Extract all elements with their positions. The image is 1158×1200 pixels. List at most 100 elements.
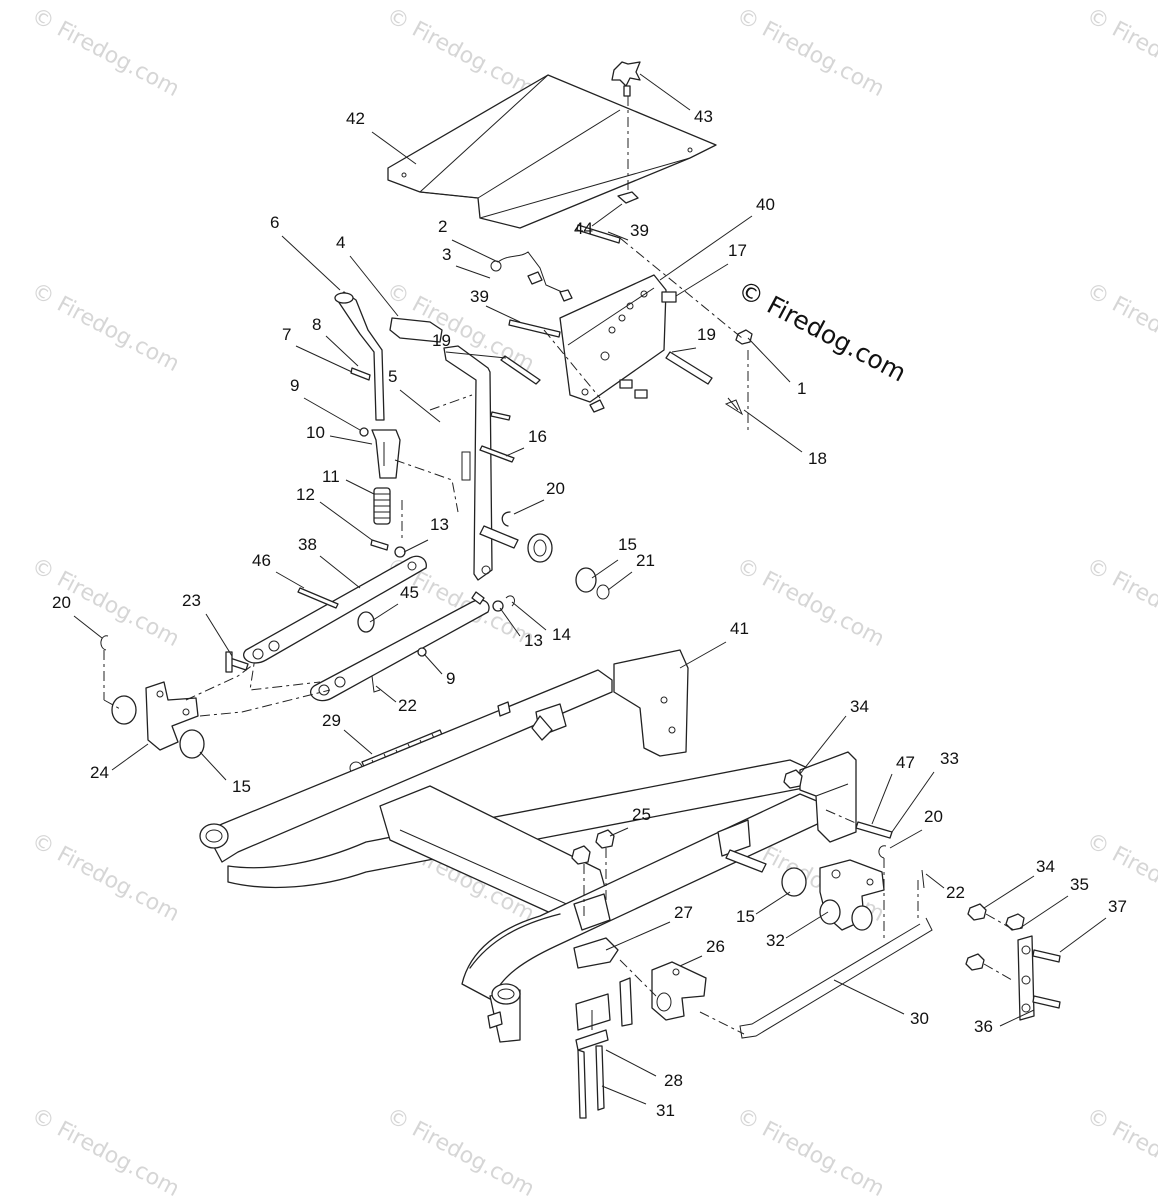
clip <box>617 191 639 204</box>
leader-line <box>451 239 499 263</box>
watermark-text: © Firedog.com <box>1082 1103 1158 1200</box>
pivot-bracket <box>651 961 707 1021</box>
spacer <box>661 291 677 303</box>
leader-line <box>999 1009 1035 1027</box>
callout-label: 29 <box>322 711 341 730</box>
leader-line <box>275 571 305 589</box>
callout-label: 20 <box>52 593 71 612</box>
callout-label: 30 <box>910 1009 929 1028</box>
shift-lever <box>334 291 385 421</box>
callout-label: 2 <box>438 217 447 236</box>
leader-line <box>889 829 923 849</box>
leader-line <box>349 255 399 317</box>
leader-line <box>345 479 375 495</box>
callout-label: 21 <box>636 551 655 570</box>
leader-line <box>605 921 671 951</box>
leader-line <box>205 613 233 657</box>
callout-label: 4 <box>336 233 345 252</box>
leader-line <box>199 751 227 781</box>
leader-line <box>591 559 619 579</box>
leader-line <box>639 73 691 111</box>
leader-line <box>983 875 1035 909</box>
leader-line <box>403 539 429 553</box>
callout-label: 35 <box>1070 875 1089 894</box>
callout-label: 15 <box>736 907 755 926</box>
leader-line <box>891 771 935 833</box>
leader-line <box>743 409 803 453</box>
leader-line <box>1019 895 1069 929</box>
callout-label: 17 <box>728 241 747 260</box>
pivot-arm <box>145 681 199 751</box>
callout-label: 38 <box>298 535 317 554</box>
link-rod <box>739 917 933 1039</box>
callout-label: 20 <box>924 807 943 826</box>
leader-line <box>513 499 545 515</box>
leader-lines <box>73 73 1107 1105</box>
leader-line <box>659 215 753 281</box>
leader-line <box>871 773 893 825</box>
leader-line <box>295 345 353 373</box>
watermark-text: © Firedog.com <box>27 278 183 377</box>
callout-label: 39 <box>630 221 649 240</box>
leader-line <box>605 1049 657 1077</box>
watermark-text: © Firedog.com <box>382 1103 538 1200</box>
knob <box>611 61 641 97</box>
leader-line <box>799 715 847 775</box>
callout-label: 15 <box>232 777 251 796</box>
bolt <box>500 355 541 385</box>
watermark-text: © Firedog.com <box>1082 3 1158 102</box>
callout-label: 11 <box>322 467 340 486</box>
watermark-text: © Firedog.com <box>27 553 183 652</box>
link-rod <box>243 555 427 664</box>
callout-label: 46 <box>252 551 271 570</box>
callout-label: 3 <box>442 245 451 264</box>
leader-line <box>319 501 373 541</box>
callout-label: 42 <box>346 109 365 128</box>
callout-label: 20 <box>546 479 565 498</box>
callout-label: 27 <box>674 903 693 922</box>
watermark-text: © Firedog.com <box>732 1103 888 1200</box>
callout-label: 39 <box>470 287 489 306</box>
leader-line <box>925 873 945 889</box>
callout-label: 31 <box>656 1101 675 1120</box>
callout-label: 9 <box>290 376 299 395</box>
leader-line <box>747 337 791 383</box>
leader-line <box>445 351 507 359</box>
callout-label: 22 <box>946 883 965 902</box>
callout-label: 41 <box>730 619 749 638</box>
nut <box>735 329 753 345</box>
leader-line <box>607 231 629 241</box>
callout-label: 45 <box>400 583 419 602</box>
callout-label: 37 <box>1108 897 1127 916</box>
callout-label: 6 <box>270 213 279 232</box>
leader-line <box>755 891 791 915</box>
callout-label: 16 <box>528 427 547 446</box>
leader-line <box>343 729 373 755</box>
callout-label: 40 <box>756 195 775 214</box>
copyright-notice: © Firedog.com <box>733 275 911 388</box>
callout-label: 24 <box>90 763 109 782</box>
callout-label: 43 <box>694 107 713 126</box>
chain <box>965 903 1061 1021</box>
callout-label: 15 <box>618 535 637 554</box>
leader-line <box>1059 917 1107 953</box>
callout-label: 26 <box>706 937 725 956</box>
callout-label: 22 <box>398 696 417 715</box>
cover-plate <box>387 74 717 229</box>
watermark-text: © Firedog.com <box>1082 278 1158 377</box>
watermark-text: © Firedog.com <box>1082 553 1158 652</box>
leader-line <box>671 347 697 353</box>
leader-line <box>601 1085 647 1105</box>
callout-label: 12 <box>296 485 315 504</box>
watermark-text: © Firedog.com <box>732 3 888 102</box>
bolt <box>576 224 621 244</box>
leader-line <box>375 685 397 703</box>
callout-label: 34 <box>850 697 869 716</box>
watermark-text: © Firedog.com <box>382 3 538 102</box>
pedal-arm <box>389 317 493 581</box>
leader-line <box>511 601 547 631</box>
leader-line <box>591 203 623 227</box>
spring <box>373 487 391 525</box>
